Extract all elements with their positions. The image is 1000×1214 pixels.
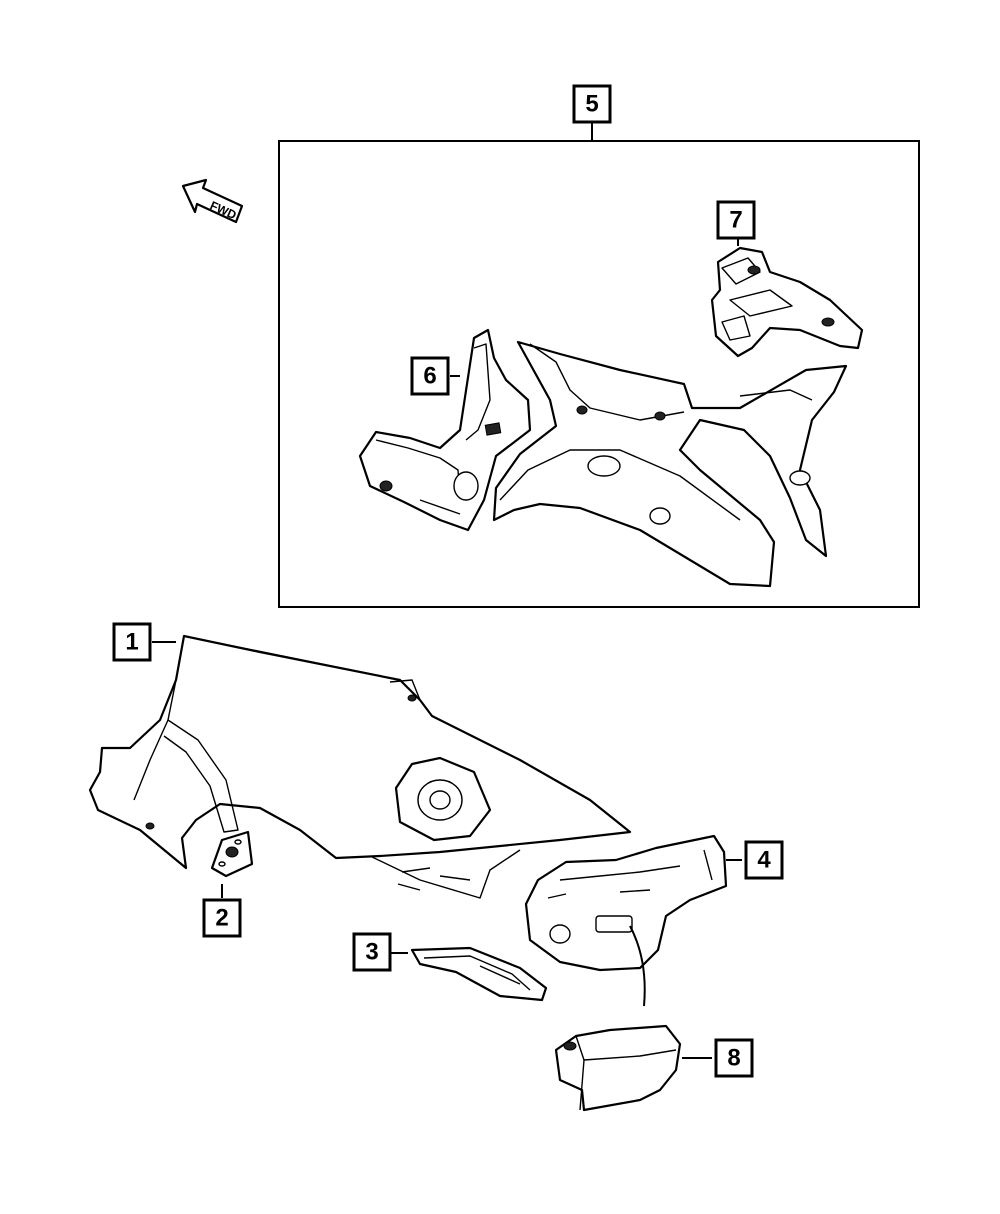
callout-6[interactable]: 6 — [410, 356, 450, 396]
assembly-5-frame — [278, 140, 920, 608]
callout-1[interactable]: 1 — [112, 622, 152, 662]
callout-7[interactable]: 7 — [716, 200, 756, 240]
callout-8-label: 8 — [727, 1045, 740, 1072]
callout-2-label: 2 — [215, 905, 228, 932]
part-1-quarter-panel — [88, 634, 632, 899]
callout-3-label: 3 — [365, 939, 378, 966]
callout-2[interactable]: 2 — [202, 898, 242, 938]
callout-7-label: 7 — [729, 207, 742, 234]
callout-6-label: 6 — [423, 363, 436, 390]
part-7-bracket — [710, 236, 864, 358]
part-6-inner-pillar — [358, 328, 532, 532]
callout-5-label: 5 — [585, 91, 598, 118]
callout-1-label: 1 — [125, 629, 138, 656]
callout-8[interactable]: 8 — [714, 1038, 754, 1078]
part-2-fuel-door-housing — [210, 830, 254, 898]
part-4-extension-panel — [524, 834, 728, 1007]
part-8-insulator — [554, 1024, 682, 1112]
wheelhouse-inner — [492, 340, 848, 588]
forward-arrow-icon: FWD — [181, 178, 244, 224]
callout-5[interactable]: 5 — [572, 84, 612, 124]
callout-4[interactable]: 4 — [744, 840, 784, 880]
callout-3[interactable]: 3 — [352, 932, 392, 972]
part-3-bracket — [410, 946, 548, 1002]
callout-4-label: 4 — [757, 847, 771, 874]
